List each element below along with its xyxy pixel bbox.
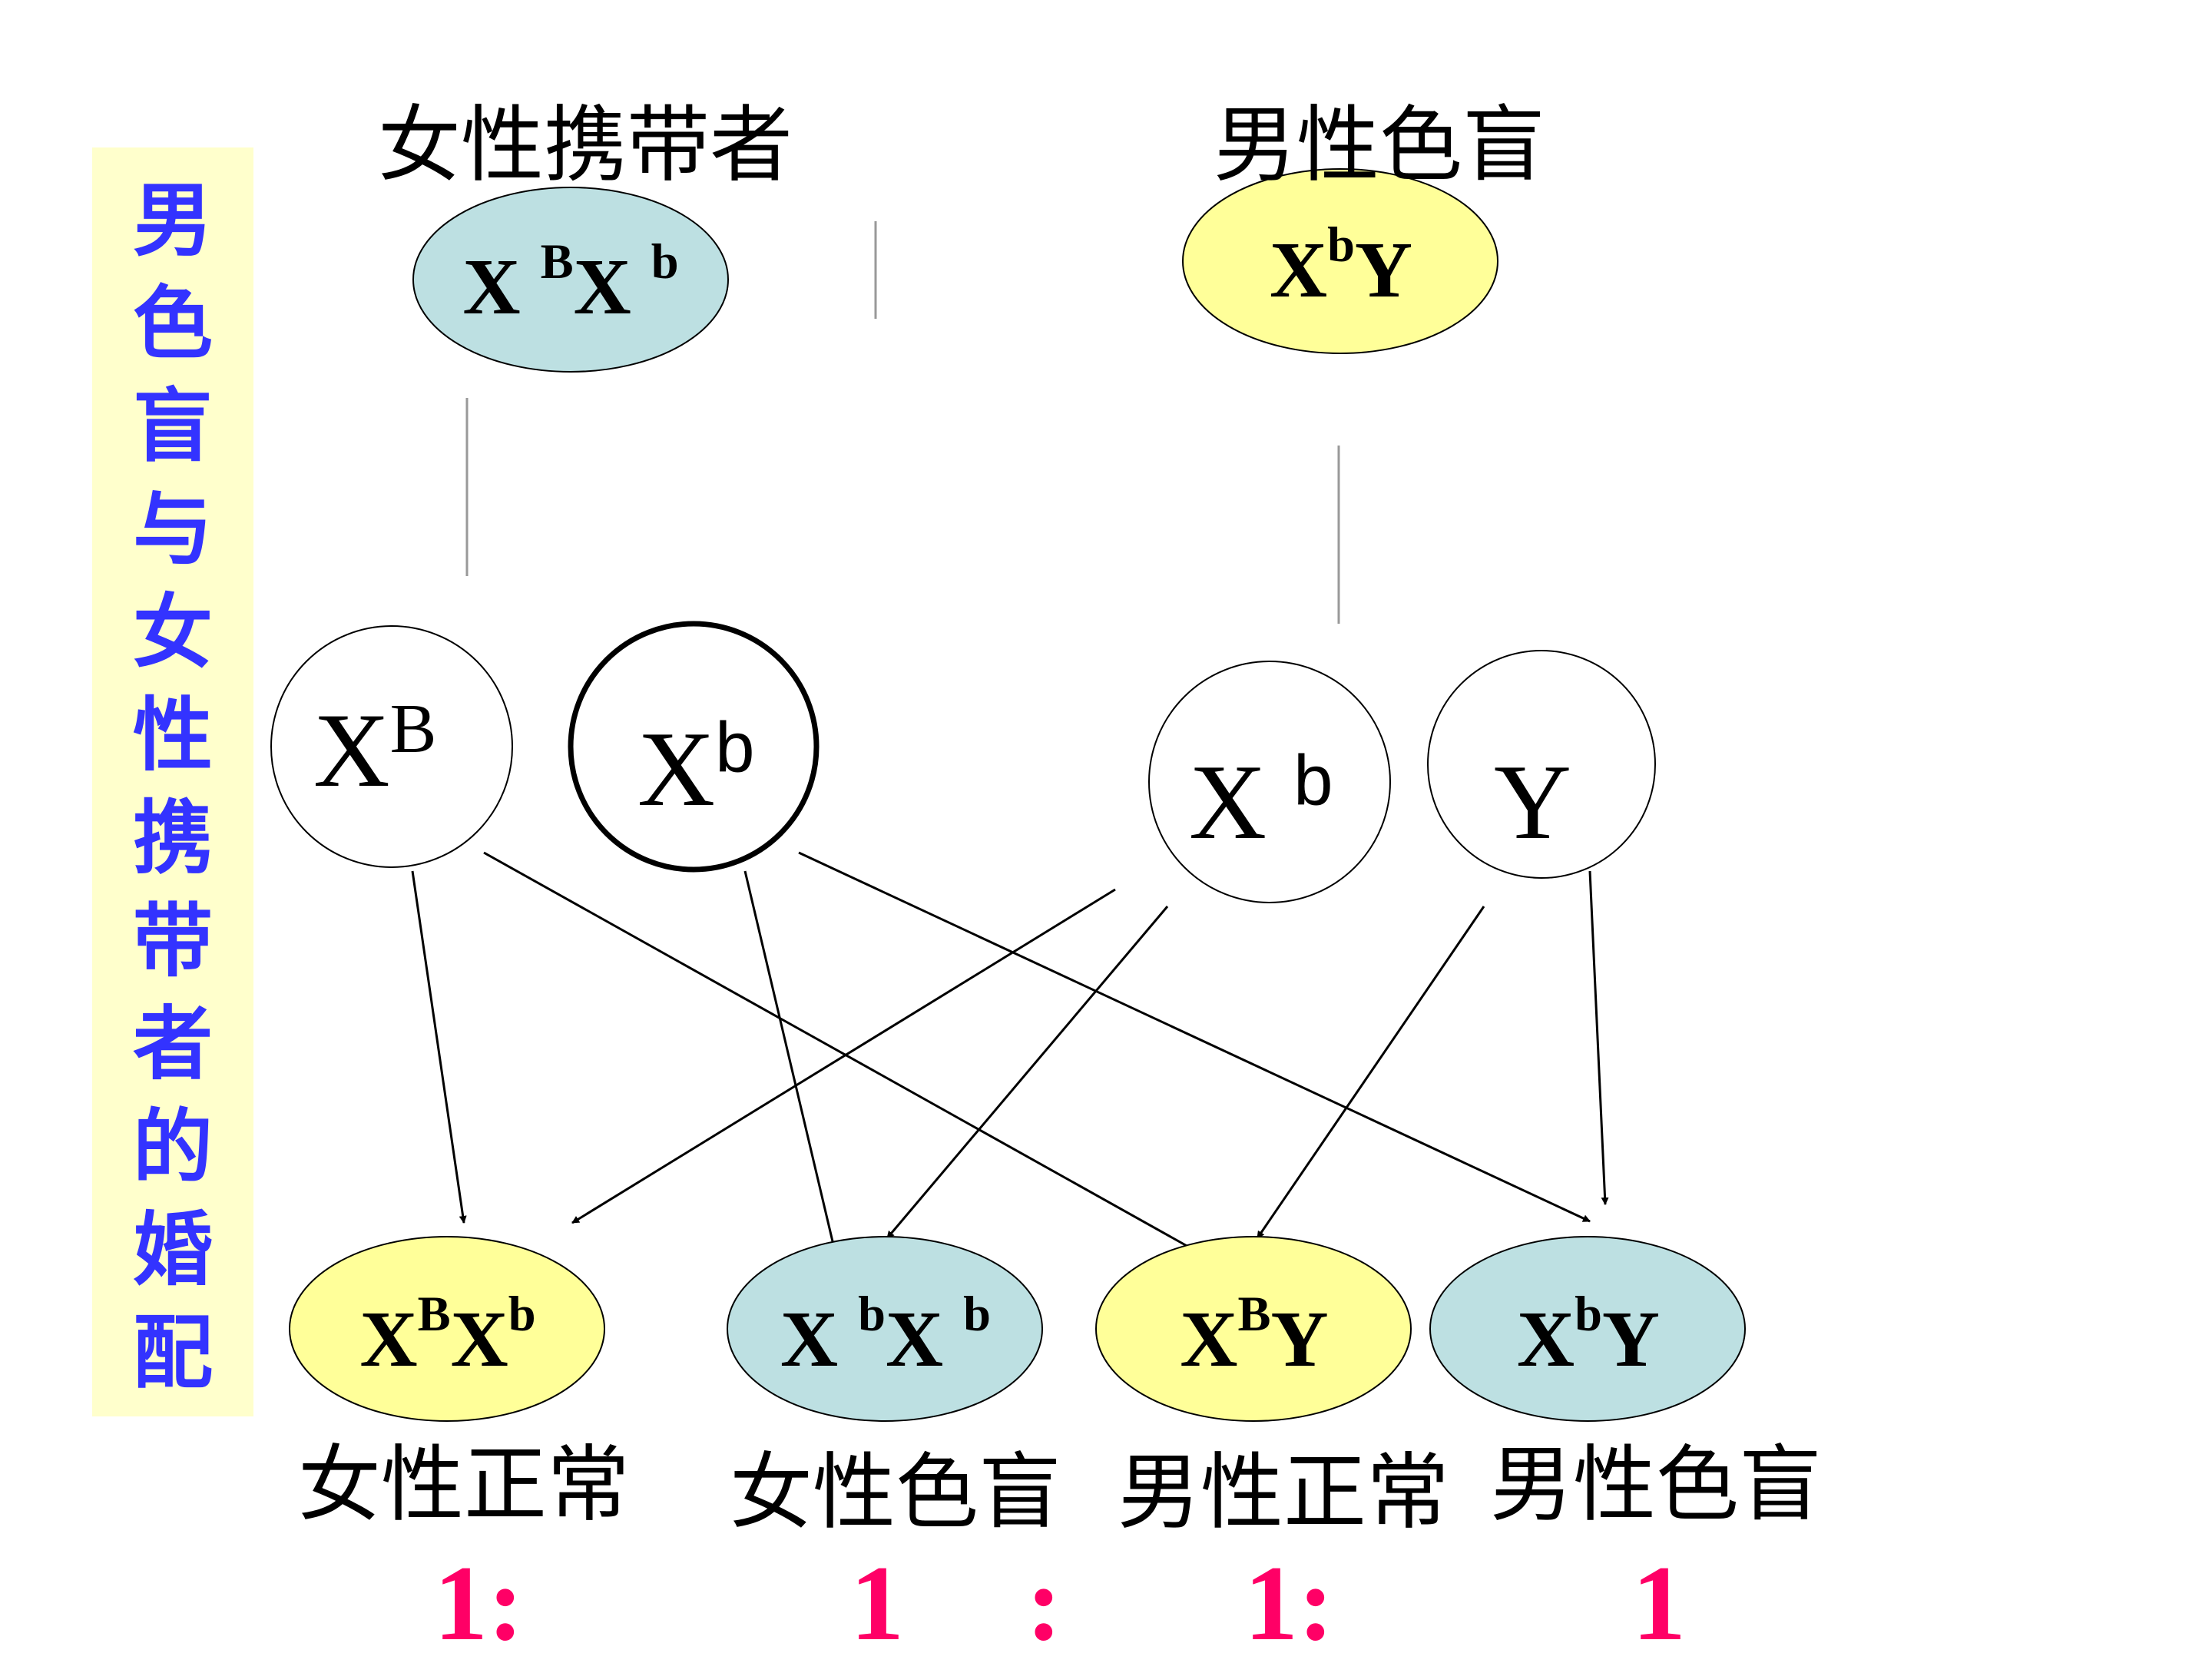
sidebar-panel: 男 色 盲 与 女 性 携 带 者 的 婚 配 (92, 147, 253, 1416)
offspring-genotype-4: XbY (1516, 1287, 1661, 1383)
ratio-part-5: 1 (1632, 1544, 1686, 1663)
mother-label: 女性携带者 (378, 98, 793, 194)
offspring-ellipse-3 (1095, 1236, 1412, 1422)
mother-genotype-ellipse (412, 187, 729, 373)
gamete-circle-1 (270, 625, 513, 868)
offspring-ellipse-1 (289, 1236, 605, 1422)
offspring-genotype-2: X bX b (780, 1287, 991, 1383)
offspring-ellipse-4 (1429, 1236, 1746, 1422)
gamete-circle-3 (1148, 661, 1391, 903)
ratio-part-2: 1 (850, 1544, 904, 1663)
arrow-1 (411, 870, 467, 1224)
arrow-8 (1588, 870, 1609, 1205)
arrow-4 (798, 851, 1591, 1223)
offspring-ellipse-2 (727, 1236, 1043, 1422)
gamete-4: Y (1494, 743, 1572, 862)
arrow-3 (743, 870, 838, 1255)
gamete-2: Xb (637, 707, 755, 829)
gamete-circle-4 (1427, 650, 1656, 879)
arrow-2 (483, 851, 1203, 1256)
offspring-genotype-3: XBY (1180, 1287, 1329, 1383)
gamete-3: X b (1189, 740, 1333, 862)
gamete-circle-2 (568, 621, 820, 873)
ratio-part-3: : (1026, 1544, 1062, 1663)
arrow-7 (1256, 906, 1485, 1239)
ratio-part-4: 1: (1244, 1544, 1334, 1663)
ratio-part-1: 1: (434, 1544, 524, 1663)
arrow-5 (571, 888, 1116, 1224)
father-label: 男性色盲 (1214, 98, 1546, 194)
offspring-genotype-1: XBXb (359, 1287, 536, 1383)
offspring-label-4: 男性色盲 (1490, 1437, 1823, 1533)
mother-genotype: X BX b (462, 234, 679, 331)
father-genotype-ellipse (1182, 168, 1498, 354)
sidebar-title: 男 色 盲 与 女 性 携 带 者 的 婚 配 (132, 174, 213, 1400)
gamete-1: XB (313, 690, 437, 809)
offspring-label-3: 男性正常 (1118, 1445, 1450, 1541)
father-genotype: XbY (1269, 217, 1413, 314)
offspring-label-2: 女性色盲 (730, 1445, 1062, 1541)
arrow-6 (886, 906, 1169, 1239)
offspring-label-1: 女性正常 (298, 1437, 631, 1533)
